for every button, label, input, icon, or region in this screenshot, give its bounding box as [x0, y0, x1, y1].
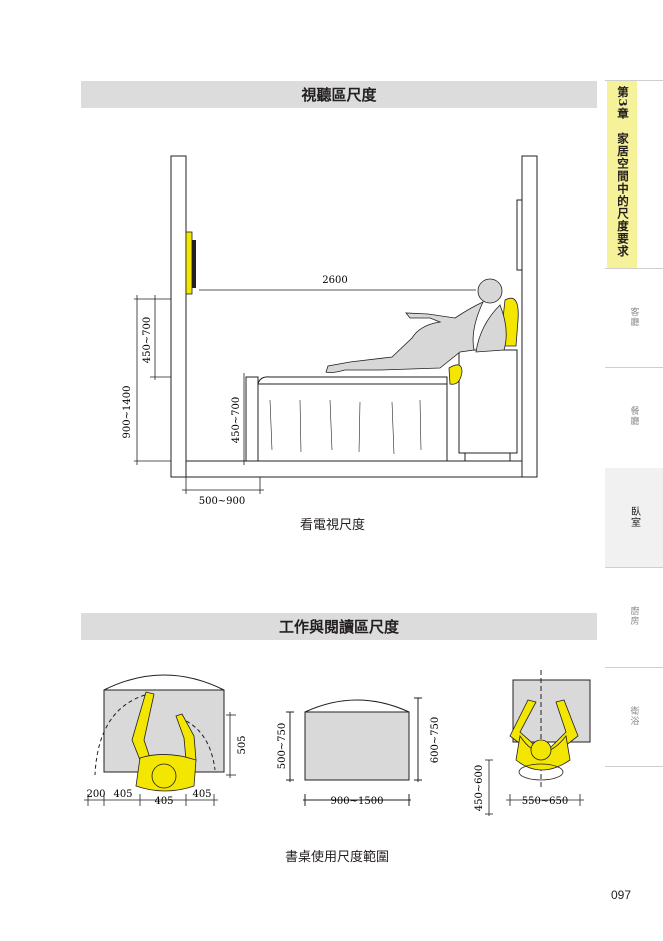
- desk-fig-3: [512, 670, 591, 790]
- tab-divider: [605, 766, 663, 767]
- person-watching-tv: [325, 278, 507, 374]
- tab-dining-room[interactable]: 餐廳: [628, 406, 639, 426]
- dim-right-height: 600~750: [430, 717, 441, 764]
- dim-left-height: 500~750: [277, 723, 288, 770]
- tab-bedroom[interactable]: 臥室: [605, 468, 663, 567]
- tab-kitchen[interactable]: 廚房: [628, 606, 639, 626]
- dim-d3: 405: [154, 796, 173, 807]
- desk-diagrams: 200 405 405 405 505 900~1500 500~750 600…: [84, 670, 591, 816]
- dim-bed-height: 450~700: [231, 397, 242, 444]
- chapter-title: 第3章 家居空間中的尺度要求: [616, 86, 630, 258]
- tab-bathroom[interactable]: 衛浴: [628, 706, 639, 726]
- dim-tv-range: 450~700: [142, 317, 153, 364]
- section-title-work: 工作與閱讀區尺度: [81, 613, 597, 640]
- tab-divider: [605, 567, 663, 568]
- tab-divider: [605, 667, 663, 668]
- tab-divider: [605, 80, 663, 81]
- dim-tv-distance: 2600: [322, 275, 347, 286]
- dim-d4: 405: [192, 789, 211, 800]
- dim-depth: 505: [237, 735, 248, 754]
- page-number: 097: [610, 888, 631, 902]
- tv-viewing-diagram: 2600 900~1400 450~700 450~700 500~900: [122, 155, 538, 507]
- cushion: [448, 364, 463, 385]
- dim-seat: 450~600: [474, 765, 485, 812]
- dim-d1: 200: [86, 789, 105, 800]
- tab-living-room[interactable]: 客廳: [628, 307, 639, 327]
- caption-tv: 看電視尺度: [300, 518, 366, 533]
- section-title-av: 視聽區尺度: [81, 81, 597, 108]
- desk-fig-2: [286, 697, 422, 806]
- tab-divider: [605, 367, 663, 368]
- dim-chair-width: 550~650: [522, 796, 569, 807]
- nightstand: [458, 349, 518, 461]
- caption-desk: 書桌使用尺度範圍: [285, 850, 390, 865]
- tv-screen: [185, 231, 193, 295]
- dim-desk-width: 900~1500: [331, 796, 384, 807]
- tab-divider: [605, 268, 663, 269]
- dim-wall-gap: 500~900: [199, 496, 246, 507]
- chapter-tab: [607, 80, 637, 268]
- bed: [245, 376, 448, 462]
- dim-tv-height: 900~1400: [122, 386, 133, 439]
- dim-d2: 405: [113, 789, 132, 800]
